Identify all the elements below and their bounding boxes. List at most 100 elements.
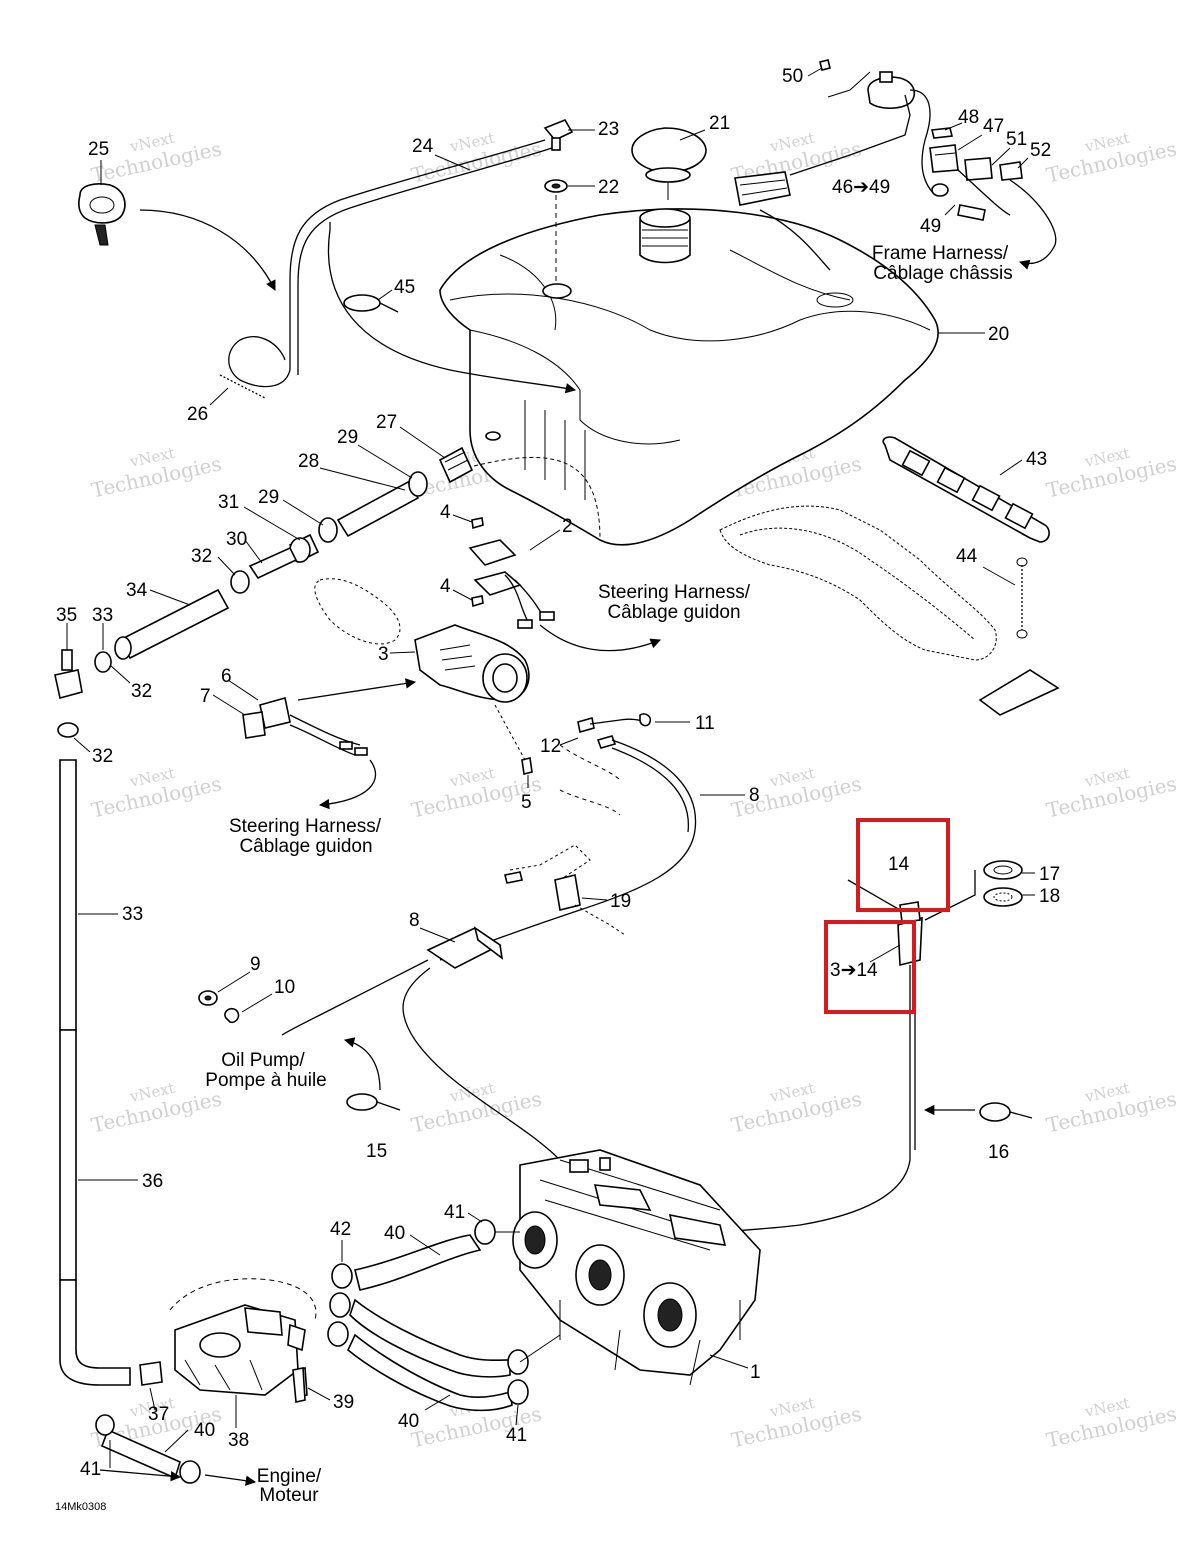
cable-tie-45	[343, 294, 399, 313]
fuel-valve	[314, 578, 530, 703]
callout-18: 18	[1039, 886, 1060, 907]
vent-elbow	[543, 119, 574, 285]
spring-wire	[219, 374, 266, 399]
callout-41a: 41	[444, 1202, 465, 1223]
callout-6: 6	[221, 666, 232, 687]
callout-40c: 40	[398, 1411, 419, 1432]
callout-45: 45	[394, 277, 415, 298]
callout-39: 39	[333, 1392, 354, 1413]
cable-tie-15	[346, 1093, 401, 1111]
callout-49: 49	[920, 216, 941, 237]
callout-22: 22	[598, 177, 619, 198]
callout-29a: 29	[337, 427, 358, 448]
callout-25: 25	[88, 139, 109, 160]
callout-19: 19	[610, 891, 631, 912]
callout-29b: 29	[258, 487, 279, 508]
steering-harness-label-lower-line2: Câblage guidon	[239, 836, 372, 857]
callout-50: 50	[782, 66, 803, 87]
fuel-level-sender	[734, 71, 936, 206]
bracket-plate	[978, 669, 1060, 716]
callout-32b: 32	[131, 681, 152, 702]
steering-harness-label-upper-line2: Câblage guidon	[607, 602, 740, 623]
callout-34: 34	[126, 580, 148, 601]
callout-4a: 4	[440, 502, 451, 523]
callout-23: 23	[598, 119, 619, 140]
heat-shield	[882, 436, 1050, 543]
callout-40b: 40	[194, 1420, 215, 1441]
highlight-box-3-14	[824, 920, 916, 1014]
nut-10	[224, 1007, 240, 1024]
vent-hose	[228, 139, 546, 388]
callout-51: 51	[1006, 129, 1027, 150]
oil-pump-label-line1: Oil Pump/	[221, 1050, 305, 1071]
fuel-line-assembly	[54, 431, 501, 1386]
harness-connector	[242, 696, 368, 756]
callout-48: 48	[958, 107, 979, 128]
callout-21: 21	[709, 113, 730, 134]
callout-17: 17	[1039, 864, 1060, 885]
steering-harness-label-upper-line1: Steering Harness/	[598, 582, 751, 603]
washers-17-18	[983, 860, 1023, 907]
callout-8a: 8	[749, 785, 760, 806]
callout-10: 10	[274, 977, 295, 998]
callout-3-14: 3➔14	[830, 960, 878, 981]
highlight-box-14	[856, 818, 950, 912]
callout-20: 20	[988, 324, 1009, 345]
callout-16: 16	[988, 1142, 1009, 1163]
callout-46-49: 46➔49	[832, 177, 890, 198]
cable-bracket	[504, 844, 626, 936]
callout-38: 38	[228, 1430, 249, 1451]
oil-pump-label-line2: Pompe à huile	[205, 1070, 326, 1091]
callout-7: 7	[200, 686, 211, 707]
sensor-14	[699, 870, 976, 1236]
oil-hoses	[95, 1219, 561, 1484]
callout-41c: 41	[80, 1459, 101, 1480]
cap-strap	[78, 183, 126, 246]
fuel-tank	[439, 208, 939, 546]
steering-harness-label-lower-line1: Steering Harness/	[229, 816, 382, 837]
callout-5: 5	[521, 792, 532, 813]
frame-harness-label-line1: Frame Harness/	[872, 243, 1009, 264]
callout-1: 1	[750, 1362, 761, 1383]
callout-31: 31	[218, 492, 239, 513]
frame-harness-label-line2: Câblage châssis	[873, 263, 1012, 284]
callout-44: 44	[956, 546, 978, 567]
callout-9: 9	[250, 954, 261, 975]
callout-28: 28	[298, 451, 319, 472]
callout-33a: 33	[92, 605, 113, 626]
callout-14: 14	[888, 854, 910, 875]
callout-33b: 33	[122, 904, 143, 925]
callout-35: 35	[56, 605, 77, 626]
carburetor-assembly	[512, 1149, 761, 1386]
callout-37: 37	[148, 1404, 169, 1425]
oil-pump	[139, 1278, 317, 1398]
cable-tie-16	[979, 1102, 1033, 1122]
callout-4b: 4	[440, 576, 451, 597]
callout-32c: 32	[92, 746, 113, 767]
callout-42: 42	[330, 1219, 351, 1240]
fuel-cap	[631, 127, 707, 200]
callout-26: 26	[187, 404, 208, 425]
spring-44	[1016, 557, 1028, 639]
valve-bracket	[468, 517, 555, 629]
callout-11: 11	[695, 713, 715, 734]
callout-41b: 41	[506, 1425, 527, 1446]
routing-labels: Frame Harness/ Câblage châssis Steering …	[55, 243, 1013, 1513]
callout-47: 47	[983, 116, 1004, 137]
callout-36: 36	[142, 1171, 163, 1192]
callout-43: 43	[1026, 449, 1047, 470]
callout-12: 12	[540, 736, 561, 757]
callout-15: 15	[366, 1141, 387, 1162]
sender-connectors	[759, 127, 1057, 271]
